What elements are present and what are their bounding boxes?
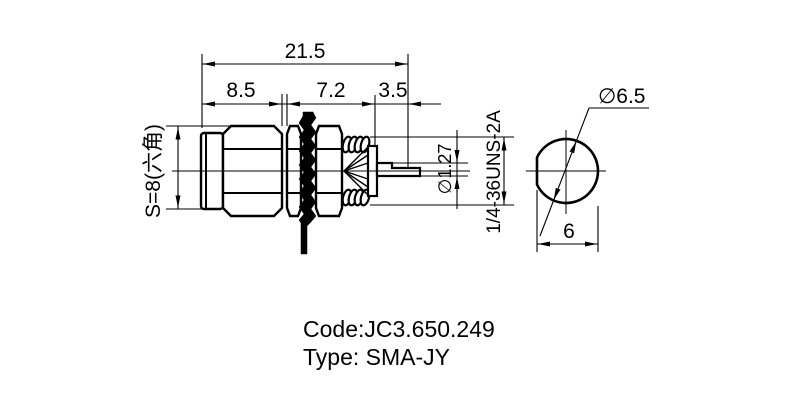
diameter-leader-line — [539, 107, 590, 237]
dim-hex-across-flats: S=8(六角) — [142, 124, 165, 218]
insulator-cone — [343, 146, 369, 196]
solder-leg — [300, 217, 308, 255]
insulator-cone-line — [343, 162, 369, 172]
dim-thread-spec: 1/4-36UNS-2A — [484, 110, 505, 234]
insulator-cone-line — [343, 154, 369, 172]
insulator-cone-line — [343, 170, 369, 180]
arrow — [569, 141, 577, 154]
center-pin — [375, 161, 422, 178]
footer-notes: Code:JC3.650.249 Type: SMA-JY — [303, 316, 495, 370]
thread-section — [341, 135, 371, 207]
insulator-cone-line — [343, 170, 369, 196]
dim-flat-width: 6 — [563, 220, 575, 243]
insulator-cone-line — [343, 170, 369, 188]
part-type: Type: SMA-JY — [303, 344, 450, 370]
dim-pin-diameter: ∅1.27 — [435, 144, 455, 195]
mounting-hole-outline — [535, 137, 600, 205]
part-code: Code:JC3.650.249 — [303, 316, 495, 342]
dim-mid-length: 7.2 — [316, 79, 345, 102]
arrow — [553, 187, 561, 201]
dim-front-length: 8.5 — [226, 79, 255, 102]
insulator-cone-line — [343, 146, 369, 172]
serrated-lock-washer — [298, 111, 317, 227]
end-view: ∅6.5 6 — [526, 85, 649, 252]
dim-overall-length: 21.5 — [285, 40, 326, 63]
dim-thread-length: 3.5 — [378, 79, 407, 102]
connector-body — [199, 111, 422, 255]
side-view-dimensions: 21.5 8.5 7.2 3.5 S=8(六角) ∅1.27 — [142, 40, 514, 234]
dim-hole-diameter: ∅6.5 — [598, 85, 646, 108]
side-view: 21.5 8.5 7.2 3.5 S=8(六角) ∅1.27 — [142, 40, 514, 255]
